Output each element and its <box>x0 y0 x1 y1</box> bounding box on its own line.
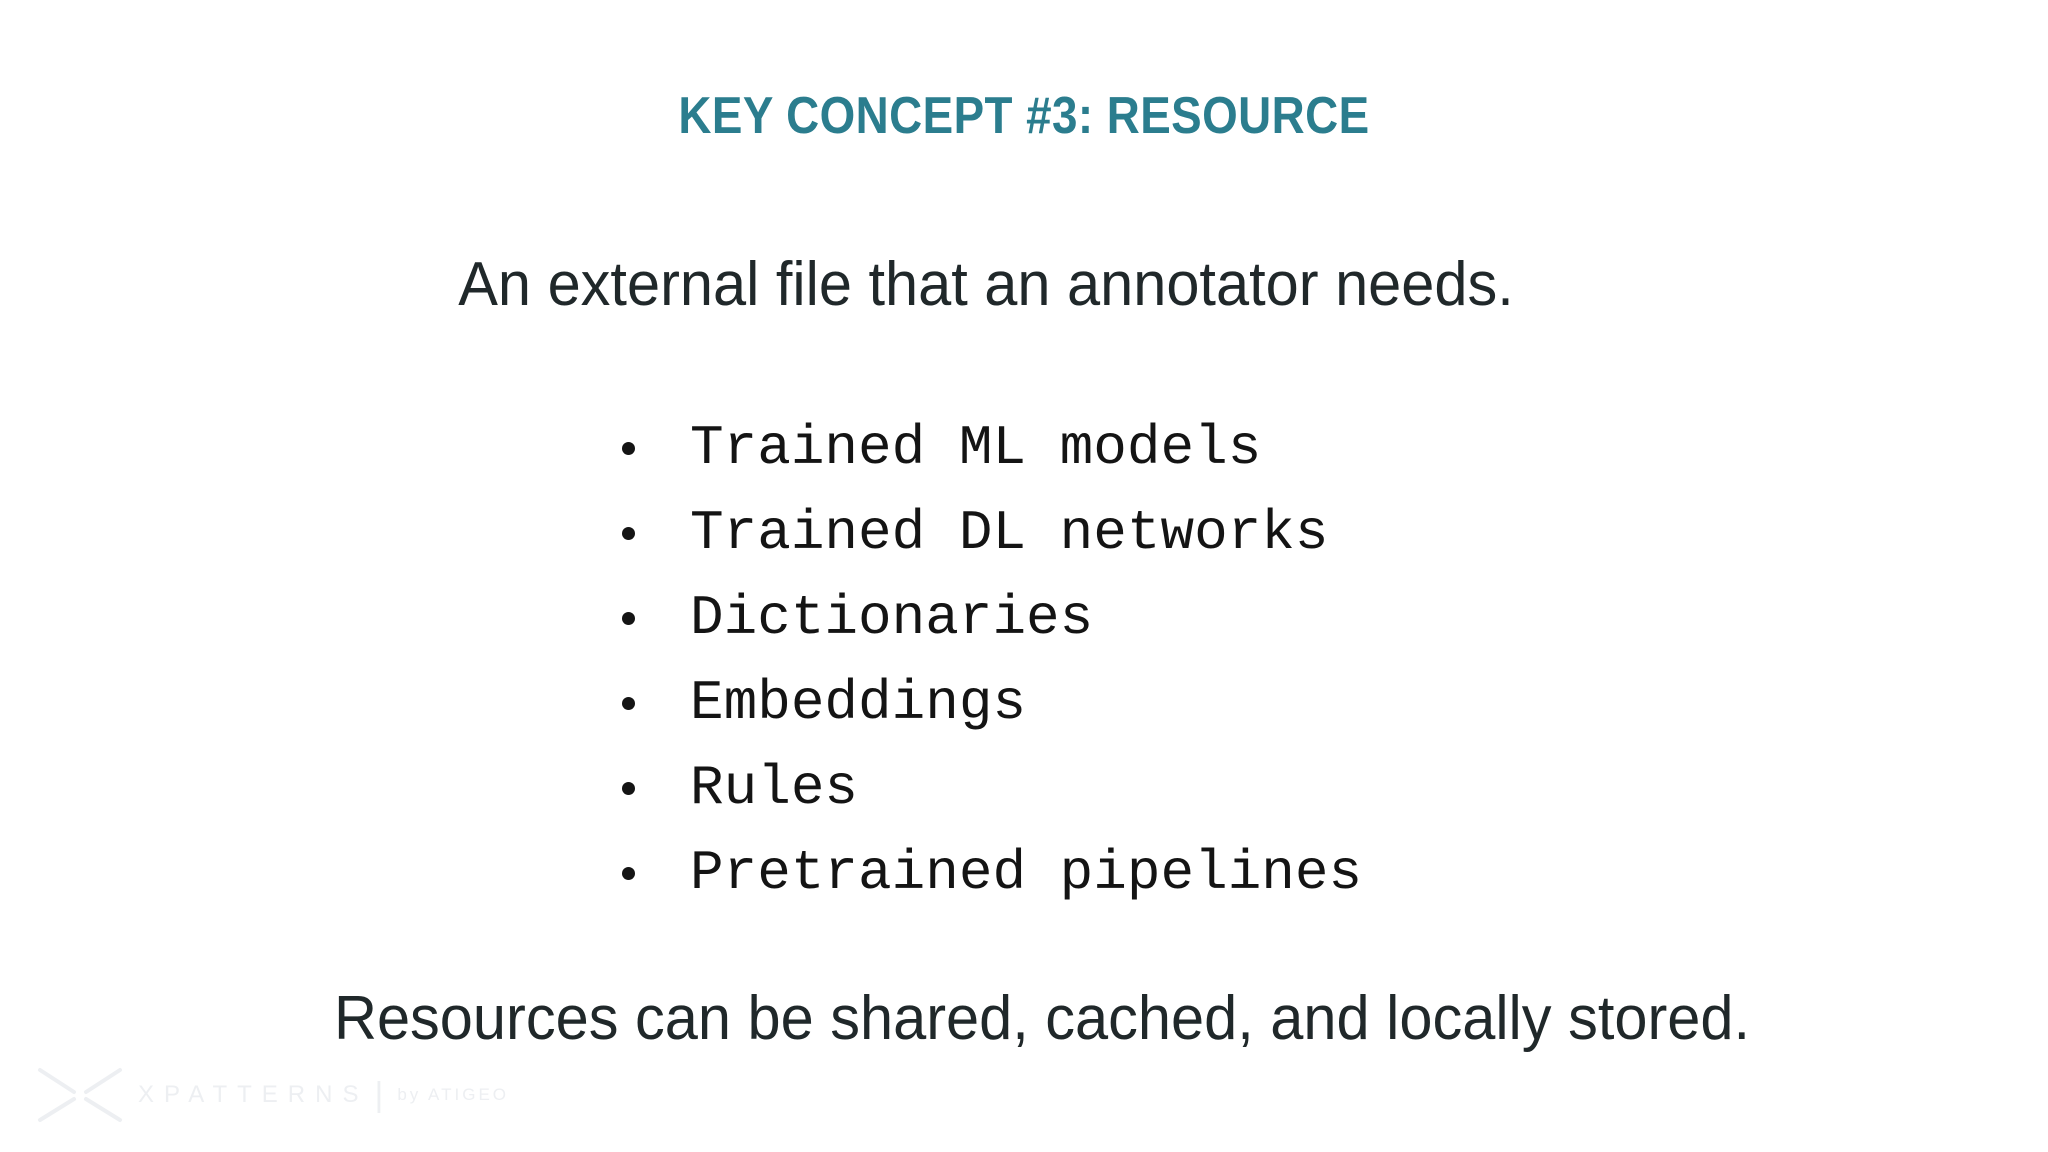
watermark-divider: | <box>374 1075 384 1114</box>
bullet-icon <box>622 782 635 795</box>
list-item-label: Pretrained pipelines <box>690 841 1363 905</box>
list-item: Trained DL networks <box>622 491 1362 576</box>
bullet-icon <box>622 612 635 625</box>
list-item-label: Trained DL networks <box>690 501 1329 565</box>
footer-note: Resources can be shared, cached, and loc… <box>333 984 1751 1053</box>
slide-title: KEY CONCEPT #3: RESOURCE <box>678 87 1370 145</box>
list-item: Pretrained pipelines <box>622 831 1362 916</box>
bullet-icon <box>622 442 635 455</box>
watermark-subbrand-label: by ATIGEO <box>397 1085 510 1104</box>
list-item-label: Rules <box>690 756 859 820</box>
list-item: Dictionaries <box>622 576 1362 661</box>
list-item-label: Trained ML models <box>690 416 1262 480</box>
watermark-brand-label: XPATTERNS <box>138 1081 369 1108</box>
list-item-label: Embeddings <box>690 671 1027 735</box>
x-logo-icon <box>36 1066 124 1124</box>
resource-list: Trained ML models Trained DL networks Di… <box>622 406 1362 916</box>
list-item: Embeddings <box>622 661 1362 746</box>
bullet-icon <box>622 527 635 540</box>
list-item: Trained ML models <box>622 406 1362 491</box>
bullet-icon <box>622 697 635 710</box>
watermark: XPATTERNS | by ATIGEO <box>36 1064 509 1126</box>
list-item-label: Dictionaries <box>690 586 1094 650</box>
bullet-icon <box>622 867 635 880</box>
list-item: Rules <box>622 746 1362 831</box>
slide-subtitle: An external file that an annotator needs… <box>458 250 1514 319</box>
